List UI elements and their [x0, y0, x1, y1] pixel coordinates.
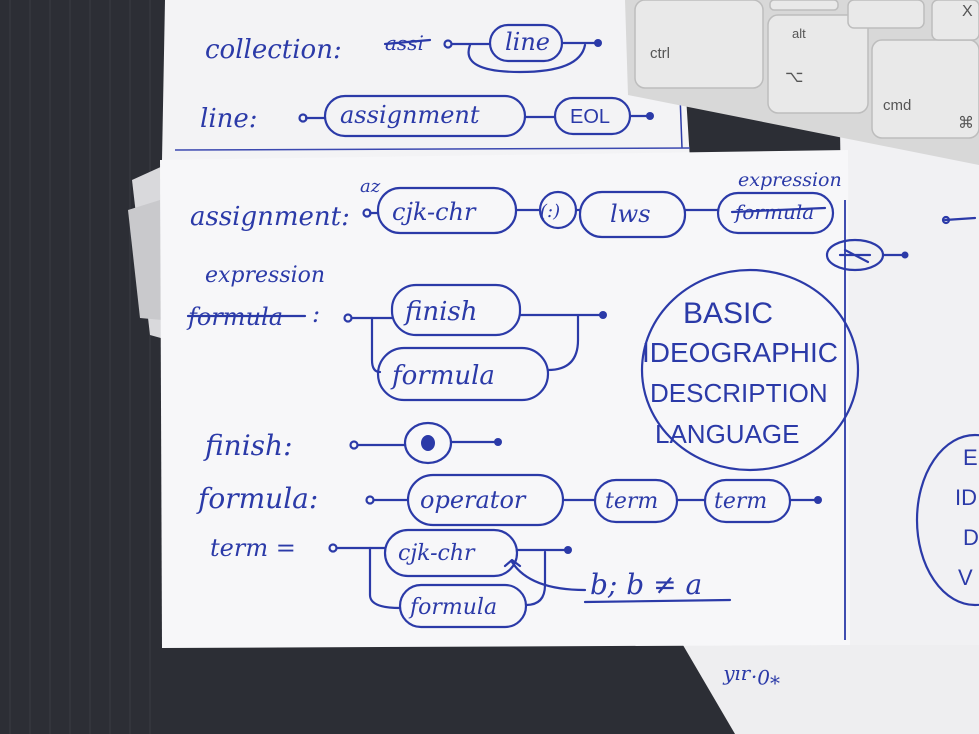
key-cmd: [871, 39, 979, 139]
key-top-1: [769, 0, 839, 11]
key-x: [931, 0, 979, 41]
finish-node: finish: [403, 297, 478, 327]
expression-super: expression: [738, 169, 842, 191]
finish-label: finish:: [203, 429, 293, 462]
key-cmd-symbol: ⌘: [958, 115, 974, 132]
key-alt-label: alt: [792, 26, 806, 41]
expression-colon: :: [312, 300, 320, 328]
desk-texture: [9, 0, 151, 734]
cjk-node: cjk-chr: [392, 198, 477, 226]
key-top-2: [847, 0, 925, 29]
title-line-2: DESCRIPTION: [650, 378, 828, 408]
term-note: b; b ≠ a: [590, 568, 702, 601]
term-node-2: term: [714, 489, 767, 514]
collection-label: collection:: [205, 35, 342, 65]
sheet-right: [840, 130, 979, 645]
key-x-label: X: [962, 3, 973, 20]
sheet-top: [162, 0, 690, 160]
eol-node: EOL: [570, 106, 610, 128]
formula-node-2: formula: [408, 595, 497, 620]
formula-node: formula: [390, 361, 495, 391]
sheet-bottom-right-fragment: *0·ɹıʎ: [723, 665, 780, 689]
assignment-super: az: [360, 176, 381, 197]
sheet-right-frag-0: E: [963, 445, 978, 470]
assignment-node-top: assignment: [340, 101, 480, 129]
sheet-right-frag-2: D: [963, 525, 979, 550]
line-node: line: [505, 28, 550, 56]
sheet-right-frag-1: ID: [955, 485, 977, 510]
key-option-symbol: ⌥: [785, 69, 803, 86]
term-label: term =: [210, 534, 296, 562]
top-sheet-diagram: collection: assi line line: assignment E…: [200, 23, 654, 138]
cjk-node-2: cjk-chr: [398, 541, 476, 566]
keyboard: ctrl alt ⌥ cmd ⌘ X: [625, 0, 979, 165]
assignment-label: assignment:: [190, 202, 350, 232]
sheet-right-circle: [915, 433, 979, 607]
key-ctrl-label: ctrl: [650, 45, 670, 62]
sheet-top-bottom-line: [174, 147, 691, 151]
title-line-0: BASIC: [683, 297, 773, 330]
operator-node: operator: [420, 486, 527, 514]
main-sheet-diagram: az assignment: cjk-chr (:) lws formula e…: [186, 169, 909, 629]
title-line-3: LANGUAGE: [655, 419, 800, 449]
key-ctrl: [634, 0, 764, 89]
title-line-1: IDEOGRAPHIC: [642, 337, 838, 368]
sheet-right-dot: [941, 215, 951, 225]
sheet-right-frag-3: V: [958, 565, 973, 590]
paper-stack-edges: [128, 165, 168, 340]
title-circle: [640, 268, 860, 472]
expression-label: expression: [205, 263, 325, 288]
key-cmd-label: cmd: [883, 97, 911, 114]
formula-label: formula:: [196, 482, 318, 515]
lws-node: lws: [610, 200, 651, 228]
line-label: line:: [200, 104, 258, 134]
key-alt: [767, 14, 869, 114]
colon-node: (:): [540, 201, 560, 222]
term-node-1: term: [605, 489, 658, 514]
